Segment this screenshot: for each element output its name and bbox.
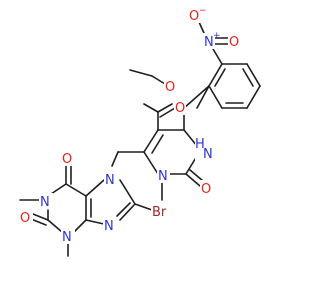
bond-pur-n9-c4 [85,219,105,225]
bond-pur-c8-br [134,203,153,211]
atom-pur-o6: O [62,152,72,167]
atom-pur-br: Br [152,205,167,220]
atom-pyr-n-h-h: H [195,137,205,152]
charge-nitro-n: + [213,31,221,41]
atom-pur-n3: N [62,230,72,245]
label-bg [203,33,215,49]
bond-ph-2 [246,63,261,87]
bond-ester-c-oe [143,103,159,113]
bond-ph-nitro [212,48,223,65]
bond-pur-c2-o-b [30,218,47,226]
bond-pur-c5-n7 [85,179,105,197]
bond-pyr-c5-c6 [143,129,159,153]
atom-pur-o2: O [20,211,30,226]
label-bg [151,203,173,219]
bond-ph-6 [208,63,223,87]
bond-ph-c4-fix [183,85,210,109]
label-bg [103,217,117,233]
bond-pyr-c6-n1 [143,151,159,175]
bond-ester-co-a [157,103,173,113]
atom-ester-o-carbonyl: O [175,101,185,116]
bond-nitro-otop [198,21,205,34]
bond-pur-c2-o-a [32,213,49,221]
bond-ester-o-ch2 [151,75,166,85]
charge-nitro-o-top: − [199,6,207,16]
bond-ph-c4 [196,85,210,109]
bond-pyr-c4-nh [183,129,198,147]
label-bg [61,228,75,244]
atom-nitro-o-top: O [189,9,199,24]
atom-pur-n9: N [104,219,114,234]
molecule-canvas: O − N + O O O N H N O N O N O [19,6,261,257]
bond-pur-c2-n3 [47,219,63,233]
label-bg [200,180,212,196]
label-bg [188,7,202,23]
bond-pur-c8-n9b [116,202,131,217]
atom-pur-n7: N [105,173,115,188]
bond-ph-5 [208,85,223,109]
bond-pyr-c5-c6b [151,134,164,154]
label-bg [157,167,170,183]
label-bg [164,78,176,94]
atom-pyr-n-h-n: N [203,147,213,162]
bond-pyr-c2-o-a [185,173,201,187]
bond-pur-c8-n9 [119,203,136,221]
bond-ph-2b [242,68,254,87]
bond-ph-3 [246,85,261,109]
label-bg [195,138,217,162]
label-bg [228,33,240,49]
bond-pur-c5-c6 [65,183,87,197]
label-bg [39,193,53,209]
label-bg [19,209,33,225]
molecule-structure: O − N + O O O N H N O N O N O [19,6,261,257]
atom-pur-n1: N [40,195,50,210]
label-bg [174,99,186,115]
bond-pur-n3-c4 [73,219,87,233]
bond-pyr-c2-o-b [189,169,204,182]
atom-labels: O − N + O O O N H N O N O N O [19,6,240,245]
bond-bridge-2 [111,151,119,167]
bond-ester-co-b [159,107,176,118]
atom-nitro-o-right: O [229,35,239,50]
label-bg [61,150,75,166]
bond-ester-ch2-ch3 [129,69,153,77]
label-bg [104,170,118,186]
bond-ph-6b [214,68,226,87]
bonds [19,21,261,257]
atom-nitro-n: N [204,35,214,50]
atom-pyr-n-me: N [158,169,168,184]
bond-pur-n7-c8 [119,179,136,205]
atom-ester-o-ether: O [165,80,175,95]
atom-pyr-carbonyl-o: O [201,182,211,197]
